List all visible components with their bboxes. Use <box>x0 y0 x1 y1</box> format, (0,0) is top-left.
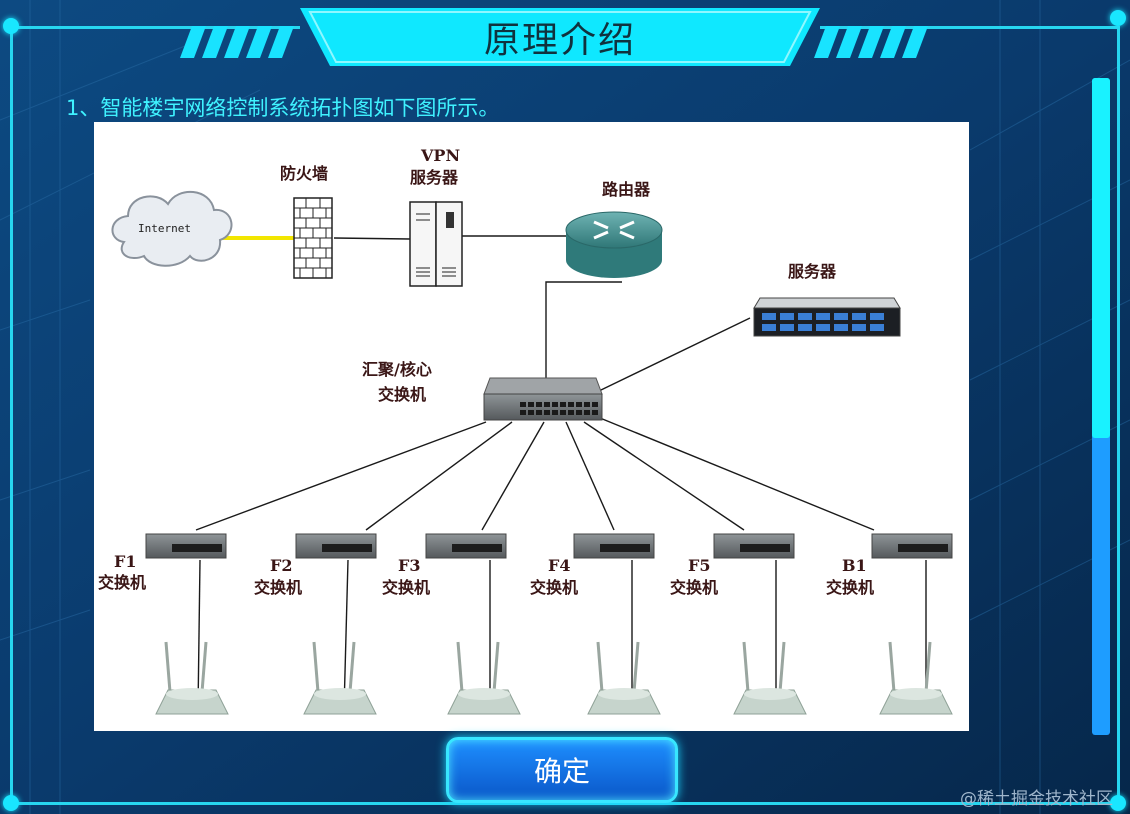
floor-switch-icon <box>871 533 953 559</box>
wireless-ap-icon <box>733 641 807 715</box>
switch-f1-name: F1 <box>114 552 137 571</box>
frame-top-right <box>820 26 1120 29</box>
confirm-button[interactable]: 确定 <box>446 737 678 803</box>
core-switch-label-line1: 汇聚/核心 <box>362 360 432 379</box>
floor-switch-icon <box>573 533 655 559</box>
firewall-icon <box>293 197 333 279</box>
corner-dot <box>1110 10 1126 26</box>
floor-switch-icon <box>425 533 507 559</box>
server-label: 服务器 <box>788 262 837 281</box>
vpn-label-line2: 服务器 <box>410 168 459 187</box>
page-title: 原理介绍 <box>483 20 636 61</box>
floor-switch-icon <box>295 533 377 559</box>
vpn-server-icon <box>409 201 463 287</box>
internet-cloud-icon <box>111 190 233 267</box>
scrollbar-thumb[interactable] <box>1092 78 1110 438</box>
frame-top-left <box>10 26 300 29</box>
watermark: @稀土掘金技术社区 <box>960 789 1113 809</box>
switch-f4-type: 交换机 <box>530 578 579 597</box>
firewall-label: 防火墙 <box>280 164 329 183</box>
vpn-label-line1: VPN <box>421 146 461 165</box>
corner-dot <box>3 795 19 811</box>
wireless-ap-icon <box>447 641 521 715</box>
switch-b1-name: B1 <box>842 556 867 575</box>
title-stripes-left <box>180 26 294 58</box>
core-switch-label-line2: 交换机 <box>378 385 427 404</box>
wireless-ap-icon <box>587 641 661 715</box>
switch-f5-type: 交换机 <box>670 578 719 597</box>
frame-bottom <box>10 802 1120 805</box>
corner-dot <box>1110 795 1126 811</box>
switch-f2-name: F2 <box>270 556 293 575</box>
links <box>195 235 927 711</box>
switch-f5-name: F5 <box>688 556 711 575</box>
switch-b1-type: 交换机 <box>826 578 875 597</box>
switch-f3-type: 交换机 <box>382 578 431 597</box>
topology-diagram: Internet 防火墙 VPN 服务器 路由器 服务器 汇聚/核心 交换机 F… <box>94 122 969 731</box>
internet-label: Internet <box>138 222 191 235</box>
topology-graphics <box>111 190 953 715</box>
floor-switch-icon <box>713 533 795 559</box>
title-stripes-right <box>814 26 928 58</box>
frame-left <box>10 26 13 802</box>
intro-text: 1、智能楼宇网络控制系统拓扑图如下图所示。 <box>66 96 500 120</box>
core-switch-icon <box>483 377 603 421</box>
wireless-ap-icon <box>155 641 229 715</box>
router-label: 路由器 <box>602 180 651 199</box>
switch-f1-type: 交换机 <box>98 573 147 592</box>
title-banner-shape <box>300 8 820 66</box>
switch-f4-name: F4 <box>548 556 571 575</box>
wireless-ap-icon <box>303 641 377 715</box>
switch-f3-name: F3 <box>398 556 421 575</box>
router-icon <box>565 211 663 278</box>
frame-right <box>1117 26 1120 802</box>
wireless-ap-icon <box>879 641 953 715</box>
corner-dot <box>3 18 19 34</box>
switch-f2-type: 交换机 <box>254 578 303 597</box>
floor-switch-icon <box>145 533 227 559</box>
title-banner: 原理介绍 <box>300 6 820 68</box>
server-icon <box>753 297 901 337</box>
